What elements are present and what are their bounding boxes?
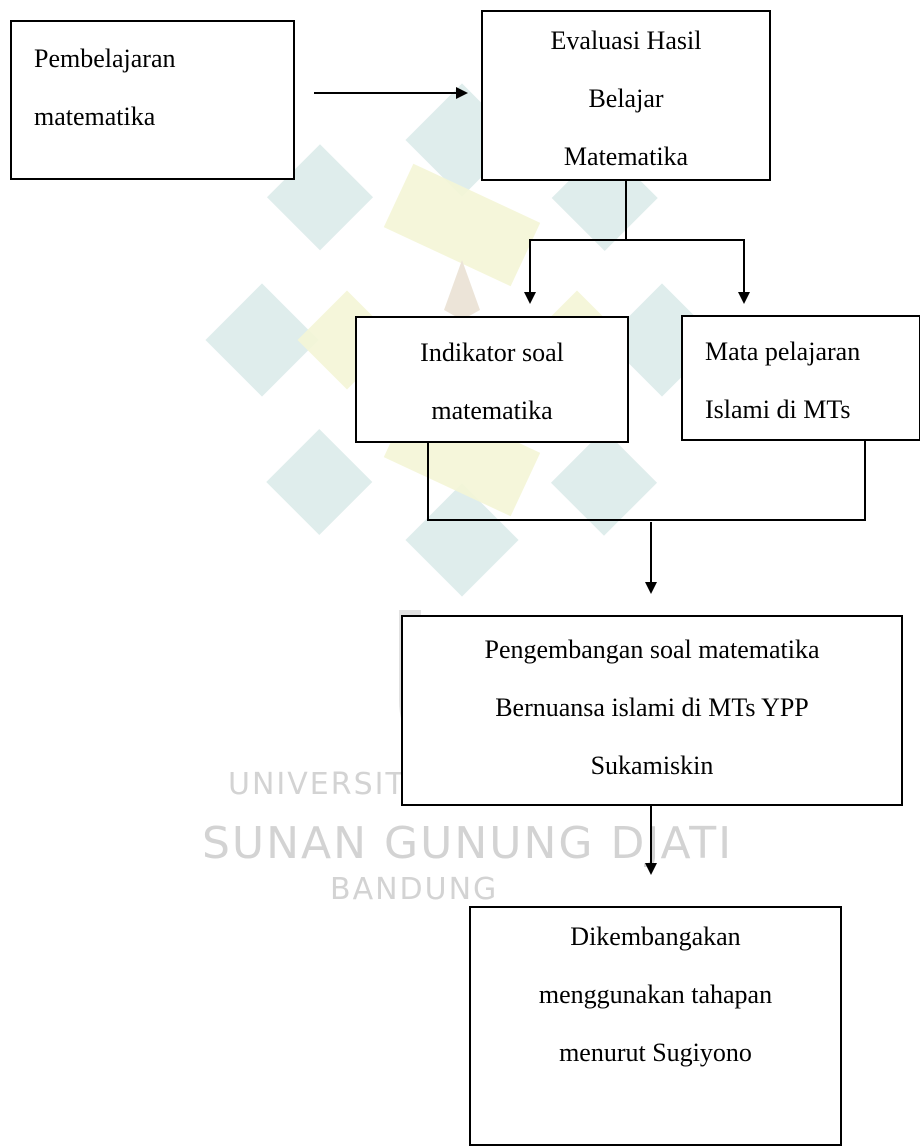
node-indikator: Indikator soal matematika (355, 316, 629, 443)
node-pembelajaran-line-2: matematika (34, 102, 156, 131)
watermark-line-2: SUNAN GUNUNG DJATI (202, 818, 734, 869)
node-pengembangan-line-2: Bernuansa islami di MTs YPP (495, 693, 809, 722)
node-mata-pelajaran-line-2: Islami di MTs (705, 395, 851, 424)
node-dikembangkan-line-1: Dikembangakan (570, 922, 741, 951)
connector-evaluasi-split (524, 181, 627, 304)
node-evaluasi-line-3: Matematika (563, 142, 689, 171)
node-indikator-line-2: matematika (431, 396, 553, 425)
watermark-line-1: UNIVERSIT (228, 767, 406, 802)
node-dikembangkan-line-2: menggunakan tahapan (538, 980, 773, 1009)
node-indikator-line-1: Indikator soal (420, 338, 564, 367)
node-evaluasi-line-1: Evaluasi Hasil (550, 26, 702, 55)
node-pengembangan-line-3: Sukamiskin (590, 751, 714, 780)
node-pembelajaran-line-1: Pembelajaran (34, 44, 176, 73)
node-evaluasi: Evaluasi Hasil Belajar Matematika (481, 10, 771, 181)
watermark-line-3: BANDUNG (330, 872, 499, 907)
node-pengembangan-line-1: Pengembangan soal matematika (484, 635, 820, 664)
connectors (314, 87, 866, 875)
node-pengembangan: Pengembangan soal matematika Bernuansa i… (401, 615, 903, 806)
node-pembelajaran: Pembelajaran matematika (10, 20, 295, 180)
node-dikembangkan-line-3: menurut Sugiyono (559, 1038, 752, 1067)
connector-evaluasi-right (626, 239, 750, 304)
connector-merge (427, 440, 866, 521)
node-mata-pelajaran-line-1: Mata pelajaran (705, 337, 861, 366)
node-mata-pelajaran: Mata pelajaran Islami di MTs (681, 315, 920, 441)
node-evaluasi-line-2: Belajar (588, 84, 664, 113)
node-dikembangkan: Dikembangakan menggunakan tahapan menuru… (469, 906, 842, 1146)
